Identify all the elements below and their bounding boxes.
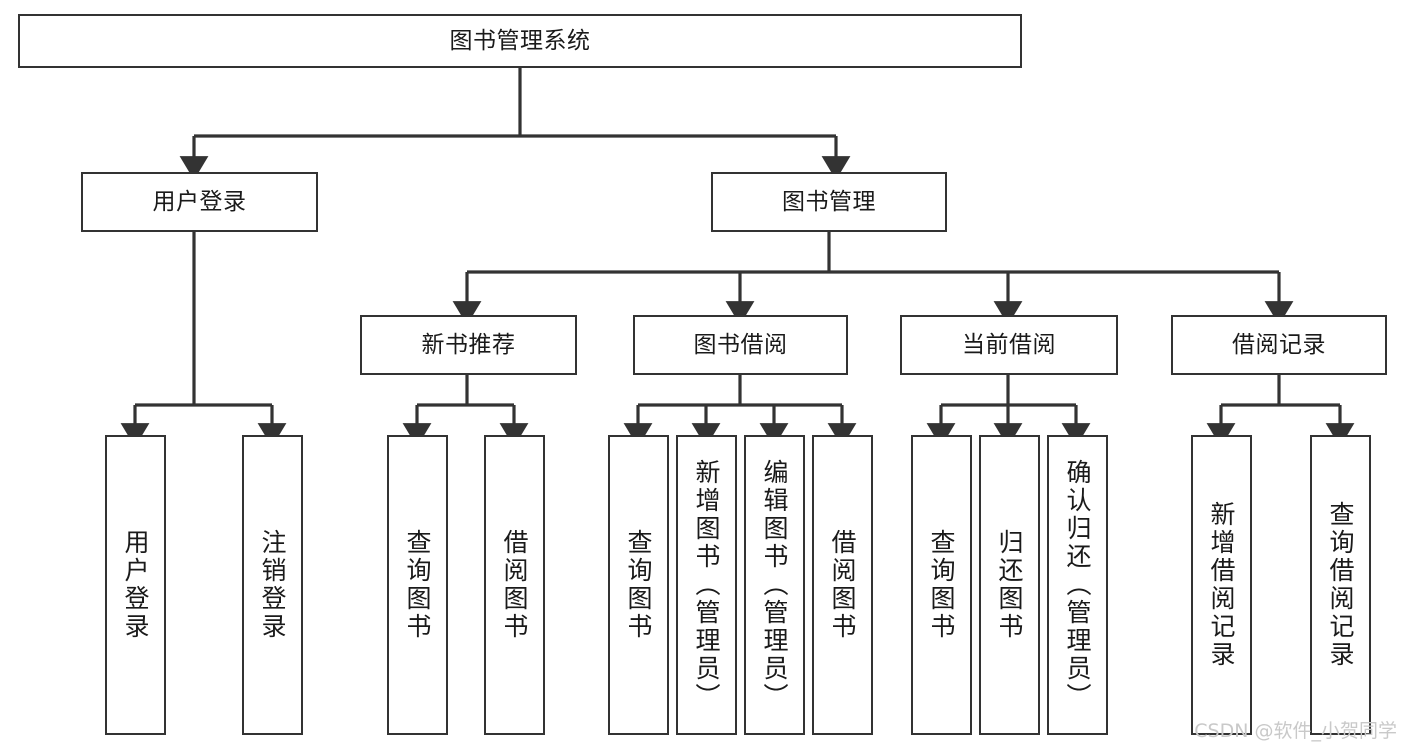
- node-leaf-user-login[interactable]: 用户登录: [105, 435, 166, 735]
- node-leaf-query-book-1[interactable]: 查询图书: [387, 435, 448, 735]
- node-leaf-borrow-book-2-label: 借阅图书: [828, 529, 857, 641]
- node-leaf-return-book[interactable]: 归还图书: [979, 435, 1040, 735]
- node-leaf-query-book-1-label: 查询图书: [403, 529, 432, 641]
- node-leaf-query-record-label: 查询借阅记录: [1326, 501, 1355, 669]
- node-leaf-edit-book[interactable]: 编辑图书（管理员）: [744, 435, 805, 735]
- node-leaf-user-logout-label: 注销登录: [258, 529, 287, 641]
- node-leaf-user-logout[interactable]: 注销登录: [242, 435, 303, 735]
- node-user-login-label: 用户登录: [152, 188, 247, 215]
- node-book-borrow[interactable]: 图书借阅: [633, 315, 848, 375]
- watermark: CSDN @软件_小贺同学: [1194, 720, 1397, 742]
- node-current-borrow[interactable]: 当前借阅: [900, 315, 1118, 375]
- node-root[interactable]: 图书管理系统: [18, 14, 1022, 68]
- node-leaf-return-book-label: 归还图书: [995, 529, 1024, 641]
- node-leaf-confirm-return[interactable]: 确认归还（管理员）: [1047, 435, 1108, 735]
- node-leaf-query-book-3-label: 查询图书: [927, 529, 956, 641]
- node-leaf-borrow-book-1-label: 借阅图书: [500, 529, 529, 641]
- node-leaf-user-login-label: 用户登录: [121, 529, 150, 641]
- node-borrow-record-label: 借阅记录: [1232, 331, 1326, 358]
- node-leaf-query-book-3[interactable]: 查询图书: [911, 435, 972, 735]
- node-book-borrow-label: 图书借阅: [693, 331, 788, 358]
- node-leaf-add-record-label: 新增借阅记录: [1207, 501, 1236, 669]
- node-leaf-query-record[interactable]: 查询借阅记录: [1310, 435, 1371, 735]
- node-leaf-add-record[interactable]: 新增借阅记录: [1191, 435, 1252, 735]
- node-book-manage[interactable]: 图书管理: [711, 172, 947, 232]
- node-new-book-recommend[interactable]: 新书推荐: [360, 315, 577, 375]
- node-root-label: 图书管理系统: [449, 27, 591, 54]
- node-leaf-borrow-book-2[interactable]: 借阅图书: [812, 435, 873, 735]
- node-leaf-edit-book-label: 编辑图书（管理员）: [760, 459, 789, 711]
- node-current-borrow-label: 当前借阅: [962, 331, 1056, 358]
- node-user-login[interactable]: 用户登录: [81, 172, 318, 232]
- node-leaf-confirm-return-label: 确认归还（管理员）: [1063, 459, 1092, 711]
- node-borrow-record[interactable]: 借阅记录: [1171, 315, 1387, 375]
- node-leaf-borrow-book-1[interactable]: 借阅图书: [484, 435, 545, 735]
- node-book-manage-label: 图书管理: [782, 188, 876, 215]
- node-leaf-query-book-2[interactable]: 查询图书: [608, 435, 669, 735]
- node-leaf-query-book-2-label: 查询图书: [624, 529, 653, 641]
- node-leaf-add-book[interactable]: 新增图书（管理员）: [676, 435, 737, 735]
- node-new-book-recommend-label: 新书推荐: [421, 331, 516, 358]
- node-leaf-add-book-label: 新增图书（管理员）: [692, 459, 721, 711]
